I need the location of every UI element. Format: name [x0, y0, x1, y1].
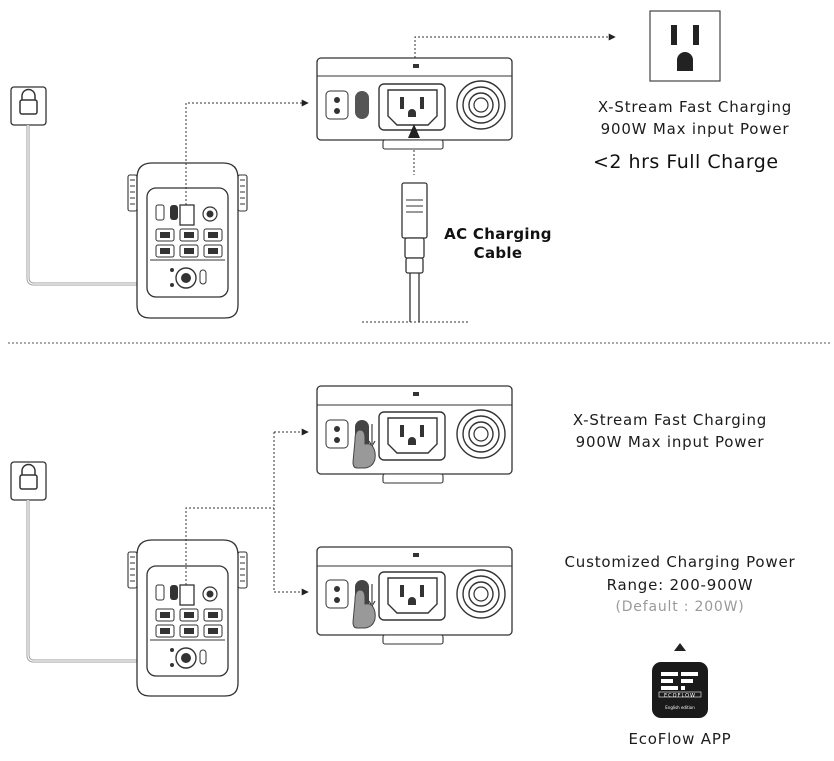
max-input-label: 900W Max input Power: [575, 433, 765, 451]
back-panel: [316, 385, 513, 484]
full-charge-label: <2 hrs Full Charge: [593, 151, 779, 173]
fast-charging-label: X-Stream Fast Charging: [572, 411, 768, 429]
triangle-up-icon: [674, 643, 686, 651]
default-label: (Default : 200W): [615, 599, 745, 615]
ecoflow-app-icon: [652, 662, 708, 718]
wall-outlet-icon: [649, 10, 721, 82]
custom-power-label: Customized Charging Power: [564, 553, 796, 571]
app-name-label: EcoFlow APP: [628, 730, 732, 748]
power-station: [127, 162, 248, 319]
cable-label-line2: Cable: [473, 244, 523, 262]
ac-charging-cable: [362, 124, 468, 323]
back-panel: [316, 57, 513, 150]
max-input-label: 900W Max input Power: [600, 120, 790, 138]
range-label: Range: 200-900W: [606, 576, 754, 594]
fast-charging-label: X-Stream Fast Charging: [597, 98, 793, 116]
cable-label-line1: AC Charging: [444, 225, 552, 243]
plug-icon: [10, 86, 47, 126]
back-panel: [316, 546, 513, 645]
app-logo-edition: English edition: [665, 705, 695, 710]
power-station: [127, 539, 248, 697]
plug-icon: [10, 461, 47, 501]
app-logo-brand: ECOFLOW: [664, 693, 696, 699]
